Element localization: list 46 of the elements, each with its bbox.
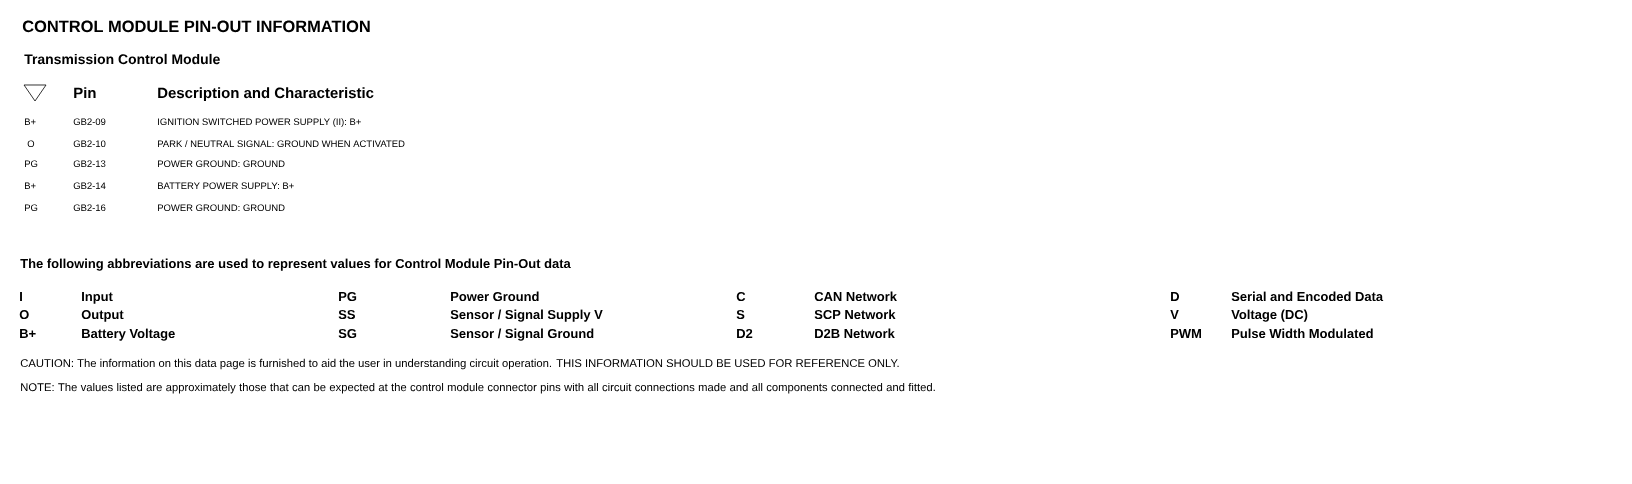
abbreviation-meaning: Sensor / Signal Supply V <box>450 309 603 322</box>
abbreviation-meaning: Battery Voltage <box>82 328 175 341</box>
abbreviation-code: PG <box>339 291 357 302</box>
abbreviation-meaning: Voltage (DC) <box>1231 309 1308 322</box>
table-cell: PG <box>25 204 38 212</box>
intro-text: The following abbreviations are used to represent values for Control Module Pin-Out data <box>20 258 571 271</box>
table-cell: GB2-10 <box>73 140 106 148</box>
abbreviation-meaning: Sensor / Signal Ground <box>450 328 594 341</box>
caution-note: CAUTION: The information on this data page is furnished to aid the user in understanding circuit operation. THIS INFORMATION SHOULD BE USED FOR REFERENCE ONLY. <box>20 358 899 370</box>
abbreviation-code: D <box>1171 292 1179 301</box>
table-cell: POWER GROUND: GROUND <box>158 204 285 212</box>
abbreviation-code: PWM <box>1171 329 1201 338</box>
table-cell: O <box>27 140 35 148</box>
abbreviation-code: O <box>19 309 29 320</box>
table-cell: IGNITION SWITCHED POWER SUPPLY (II): B+ <box>158 118 361 127</box>
abbreviation-code: SS <box>338 309 355 320</box>
note-text: NOTE: The values listed are approximately those that can be expected at the control module connector pins with all circuit connections made and all components connected and fitted. <box>21 382 935 394</box>
abbreviation-meaning: Power Ground <box>451 291 539 302</box>
table-cell: BATTERY POWER SUPPLY: B+ <box>158 182 294 190</box>
abbreviation-meaning: CAN Network <box>814 291 897 302</box>
abbreviation-code: S <box>736 309 745 320</box>
abbreviation-code: B+ <box>20 329 36 338</box>
table-cell: GB2-09 <box>73 118 106 126</box>
table-cell: GB2-16 <box>73 204 106 212</box>
table-cell: B+ <box>25 118 36 125</box>
table-cell: PG <box>25 160 38 168</box>
column-header: Pin <box>74 87 96 98</box>
abbreviation-code: V <box>1170 310 1179 319</box>
abbreviation-meaning: Pulse Width Modulated <box>1232 328 1373 339</box>
abbreviation-meaning: Serial and Encoded Data <box>1231 291 1384 302</box>
abbreviation-code: D2 <box>737 328 753 338</box>
abbreviation-meaning: Input <box>82 292 113 304</box>
abbreviation-code: C <box>736 291 746 302</box>
table-cell: PARK / NEUTRAL SIGNAL: GROUND WHEN ACTIVATED <box>158 140 405 148</box>
page-title: CONTROL MODULE PIN-OUT INFORMATION <box>22 20 370 33</box>
abbreviation-meaning: D2B Network <box>815 328 895 339</box>
abbreviation-code: I <box>20 292 22 301</box>
abbreviation-meaning: SCP Network <box>814 309 896 320</box>
abbreviation-meaning: Output <box>81 309 124 322</box>
table-cell: GB2-13 <box>73 160 106 168</box>
table-cell: GB2-14 <box>73 182 106 190</box>
table-cell: B+ <box>25 182 36 189</box>
section-heading: Transmission Control Module <box>24 53 220 65</box>
column-header: Description and Characteristic <box>158 87 374 102</box>
abbreviation-code: SG <box>338 328 357 339</box>
table-cell: POWER GROUND: GROUND <box>158 160 285 168</box>
